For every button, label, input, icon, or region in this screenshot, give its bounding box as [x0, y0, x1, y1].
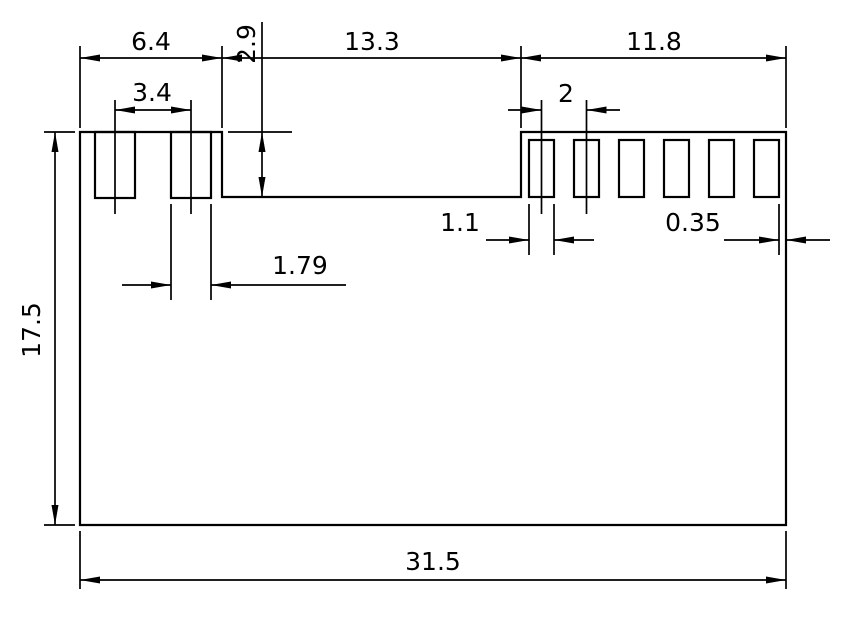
dim-right-edge-margin-label: 0.35: [665, 208, 721, 237]
dim-right-slot-pitch: 2: [508, 79, 620, 214]
dim-right-slot-width-label: 1.1: [440, 208, 480, 237]
dim-left-slot-width: 1.79: [122, 204, 346, 300]
part-geometry: [78, 130, 788, 527]
dim-right-section-width: 11.8: [521, 27, 787, 128]
dim-right-slot-pitch-label: 2: [558, 79, 574, 108]
dim-right-section-width-label: 11.8: [626, 27, 682, 56]
dim-part-width-label: 31.5: [405, 547, 461, 576]
dim-left-slot-spacing-label: 3.4: [132, 78, 172, 107]
dim-part-width: 31.5: [79, 531, 787, 589]
dim-recess-depth: 2.9: [228, 22, 292, 197]
dim-left-section-width-label: 6.4: [131, 27, 171, 56]
dim-left-slot-width-label: 1.79: [272, 251, 328, 280]
dim-left-slot-spacing: 3.4: [114, 78, 192, 214]
right-slot-3: [617, 138, 646, 199]
dim-left-section-width: 6.4: [79, 27, 223, 128]
dim-right-edge-margin: 0.35: [665, 204, 830, 255]
right-slot-6: [752, 138, 781, 199]
right-slot-4: [662, 138, 691, 199]
dim-part-height-label: 17.5: [17, 302, 46, 358]
dim-right-slot-width: 1.1: [440, 204, 594, 255]
part-outline: [78, 130, 788, 527]
dim-part-height: 17.5: [17, 131, 75, 526]
dim-recess-width-label: 13.3: [344, 27, 400, 56]
dim-recess-width: 13.3: [222, 27, 522, 128]
right-slot-5: [707, 138, 736, 199]
dim-recess-depth-label: 2.9: [232, 24, 261, 64]
